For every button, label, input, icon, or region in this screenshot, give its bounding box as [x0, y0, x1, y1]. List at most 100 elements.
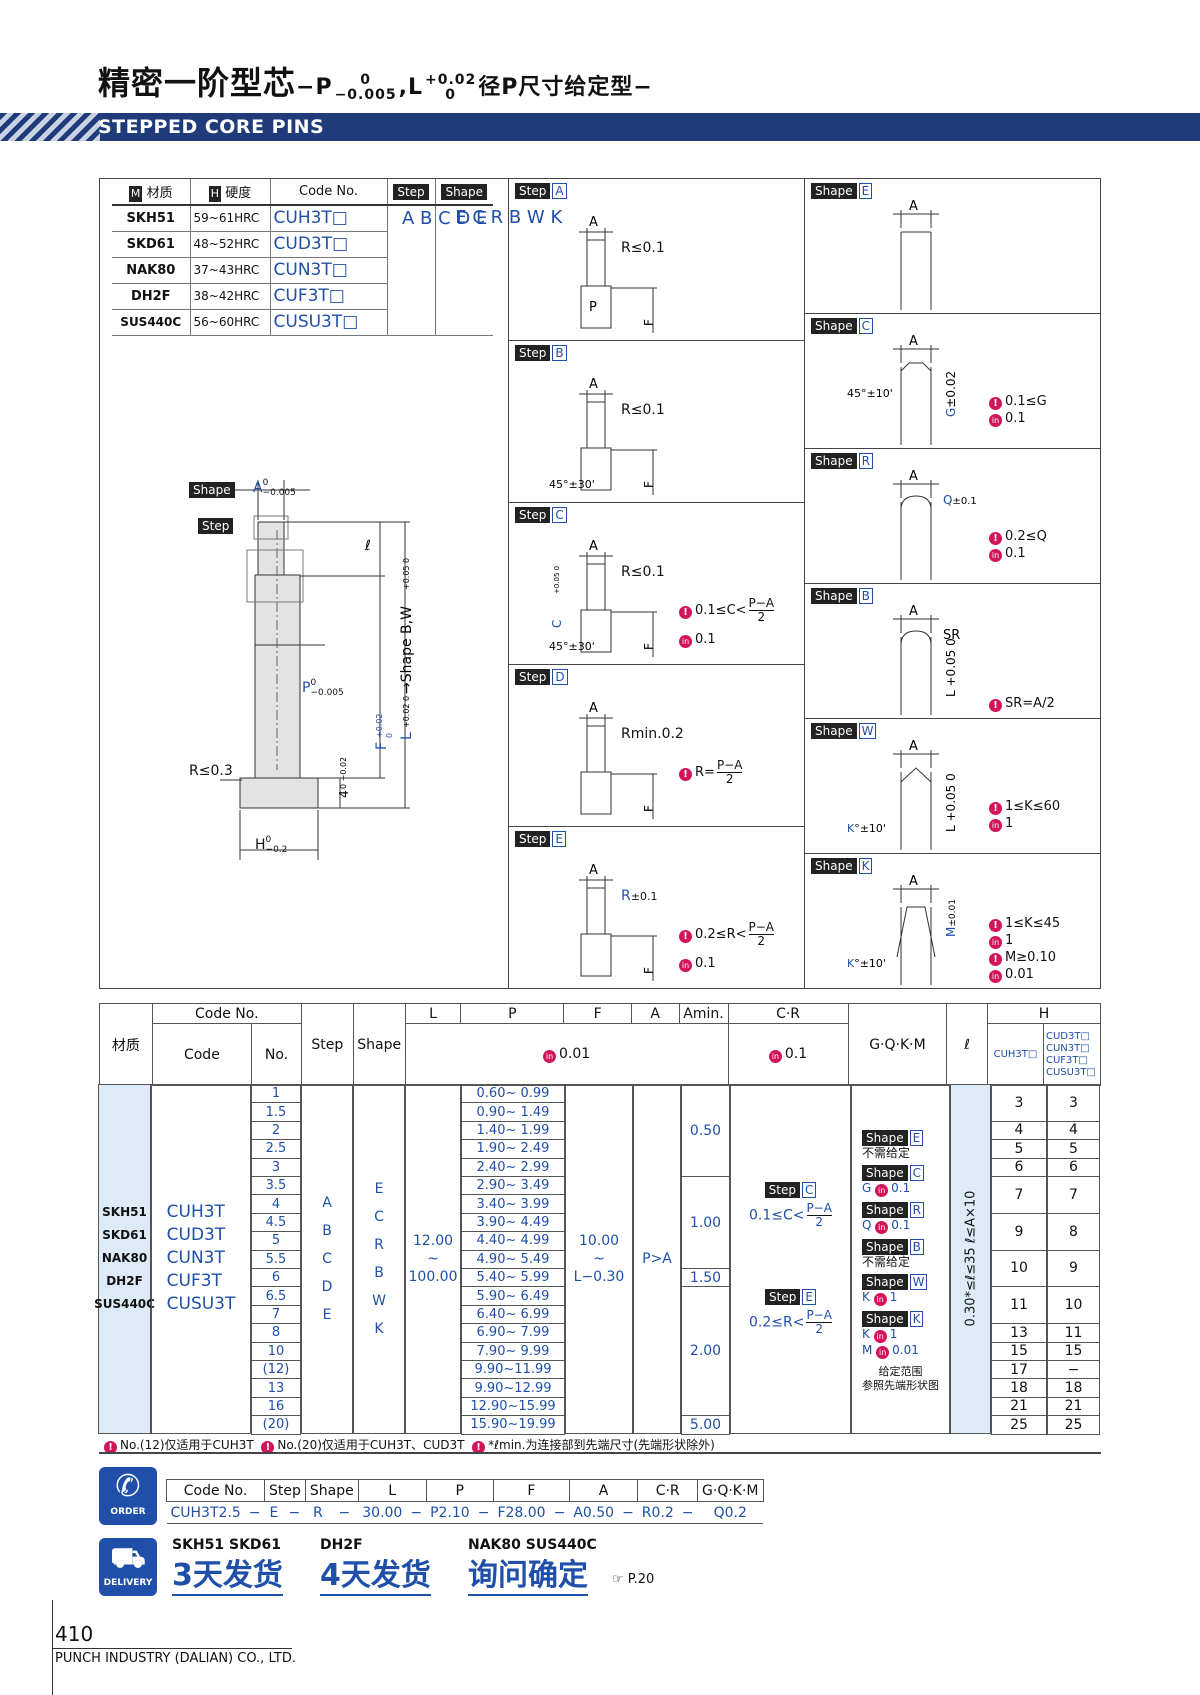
svg-text:A: A: [909, 604, 918, 619]
p-cell: 2.40~ 2.99: [461, 1157, 565, 1177]
order-header: P: [425, 1479, 494, 1502]
no-cell: 8: [251, 1323, 301, 1343]
order-value: CUH3T2.5: [166, 1501, 245, 1524]
svg-text:A: A: [589, 863, 598, 878]
h2-cell: 8: [1047, 1212, 1100, 1251]
order-header: C·R: [637, 1479, 699, 1502]
hardness-icon: H: [208, 185, 222, 202]
amin-cell: 1.00: [681, 1176, 730, 1269]
no-cell: 2.5: [251, 1139, 301, 1159]
l-small-col: 0.30*≤ℓ≤35 ℓ≤A×10: [950, 1084, 991, 1434]
order-value: −: [473, 1501, 494, 1524]
order-header: A: [568, 1479, 639, 1502]
step-col: ABCDE: [301, 1084, 353, 1434]
delivery-ref[interactable]: ☞ P.20: [612, 1572, 655, 1587]
h1-cell: 21: [991, 1396, 1047, 1417]
no-cell: 4: [251, 1194, 301, 1214]
svg-text:4: 4: [337, 790, 351, 798]
order-value: −: [618, 1501, 638, 1524]
order-header: F: [492, 1479, 570, 1502]
order-value: R0.2: [637, 1501, 678, 1524]
step-radius: R≤0.1: [621, 564, 665, 580]
order-header: Step: [264, 1479, 306, 1502]
p-cell: 3.40~ 3.99: [461, 1194, 565, 1214]
order-header: Code No.: [165, 1479, 266, 1502]
h-dim-label: H0−0.2: [255, 835, 288, 855]
svg-text:0 −0.02: 0 −0.02: [339, 757, 348, 789]
h2-cell: 10: [1047, 1286, 1100, 1325]
svg-text:M±0.01: M±0.01: [944, 899, 958, 937]
no-cell: (20): [251, 1415, 301, 1435]
order-value: −: [330, 1501, 359, 1524]
h1-cell: 4: [991, 1120, 1047, 1141]
svg-text:F: F: [642, 481, 656, 488]
delivery-materials: NAK80 SUS440C: [468, 1537, 597, 1553]
footnotes: !No.(12)仅适用于CUH3T !No.(20)仅适用于CUH3T、CUD3…: [104, 1436, 715, 1454]
svg-text:A: A: [589, 539, 598, 554]
h1-cell: 13: [991, 1323, 1047, 1343]
delivery-time: 询问确定: [468, 1558, 588, 1596]
h2-cell: 6: [1047, 1157, 1100, 1177]
no-cell: 6.5: [251, 1286, 301, 1306]
amin-cell: 2.00: [681, 1286, 730, 1417]
material-icon: M: [128, 185, 143, 202]
section-title: STEPPED CORE PINS: [98, 116, 325, 138]
svg-text:+0.05 0: +0.05 0: [402, 558, 411, 590]
svg-text:A: A: [589, 377, 598, 392]
no-cell: 2: [251, 1120, 301, 1141]
p-cell: 0.60~ 0.99: [461, 1084, 565, 1104]
order-header: L: [357, 1479, 427, 1502]
svg-text:+0.05 0: +0.05 0: [553, 566, 561, 594]
p-cell: 6.90~ 7.99: [461, 1323, 565, 1343]
order-value: R: [305, 1501, 331, 1524]
order-value: −: [244, 1501, 265, 1524]
h2-cell: 11: [1047, 1323, 1100, 1343]
p-cell: 4.90~ 5.49: [461, 1249, 565, 1269]
p-cell: 7.90~ 9.99: [461, 1341, 565, 1361]
h1-cell: 10: [991, 1249, 1047, 1288]
step-radius: R±0.1: [621, 888, 658, 904]
p-cell: 6.40~ 6.99: [461, 1304, 565, 1325]
svg-text:0: 0: [385, 733, 394, 738]
svg-text:A: A: [909, 334, 918, 349]
order-value: P2.10: [426, 1501, 474, 1524]
svg-text:G±0.02: G±0.02: [944, 371, 958, 417]
h1-cell: 15: [991, 1341, 1047, 1361]
a-dim-label: A0−0.005: [253, 478, 296, 498]
h1-cell: 18: [991, 1378, 1047, 1398]
h2-cell: 4: [1047, 1120, 1100, 1141]
delivery-materials: SKH51 SKD61: [172, 1537, 282, 1553]
h1-cell: 7: [991, 1176, 1047, 1214]
shape-note: !SR=A/2: [989, 695, 1055, 712]
svg-text:A: A: [909, 469, 918, 484]
h2-cell: 5: [1047, 1139, 1100, 1159]
svg-text:A: A: [589, 701, 598, 716]
svg-text:C: C: [550, 620, 564, 628]
no-cell: 3: [251, 1157, 301, 1177]
no-cell: 5: [251, 1231, 301, 1251]
svg-text:+0.02: +0.02: [375, 713, 384, 738]
h1-cell: 11: [991, 1286, 1047, 1325]
svg-text:+0.02 0: +0.02 0: [402, 696, 411, 728]
shape-callout: Shape: [189, 482, 235, 498]
h2-cell: 7: [1047, 1176, 1100, 1214]
shape-list: E C R B W K: [455, 207, 563, 228]
h2-cell: 25: [1047, 1415, 1100, 1435]
no-cell: (12): [251, 1360, 301, 1380]
svg-text:F: F: [374, 742, 390, 750]
